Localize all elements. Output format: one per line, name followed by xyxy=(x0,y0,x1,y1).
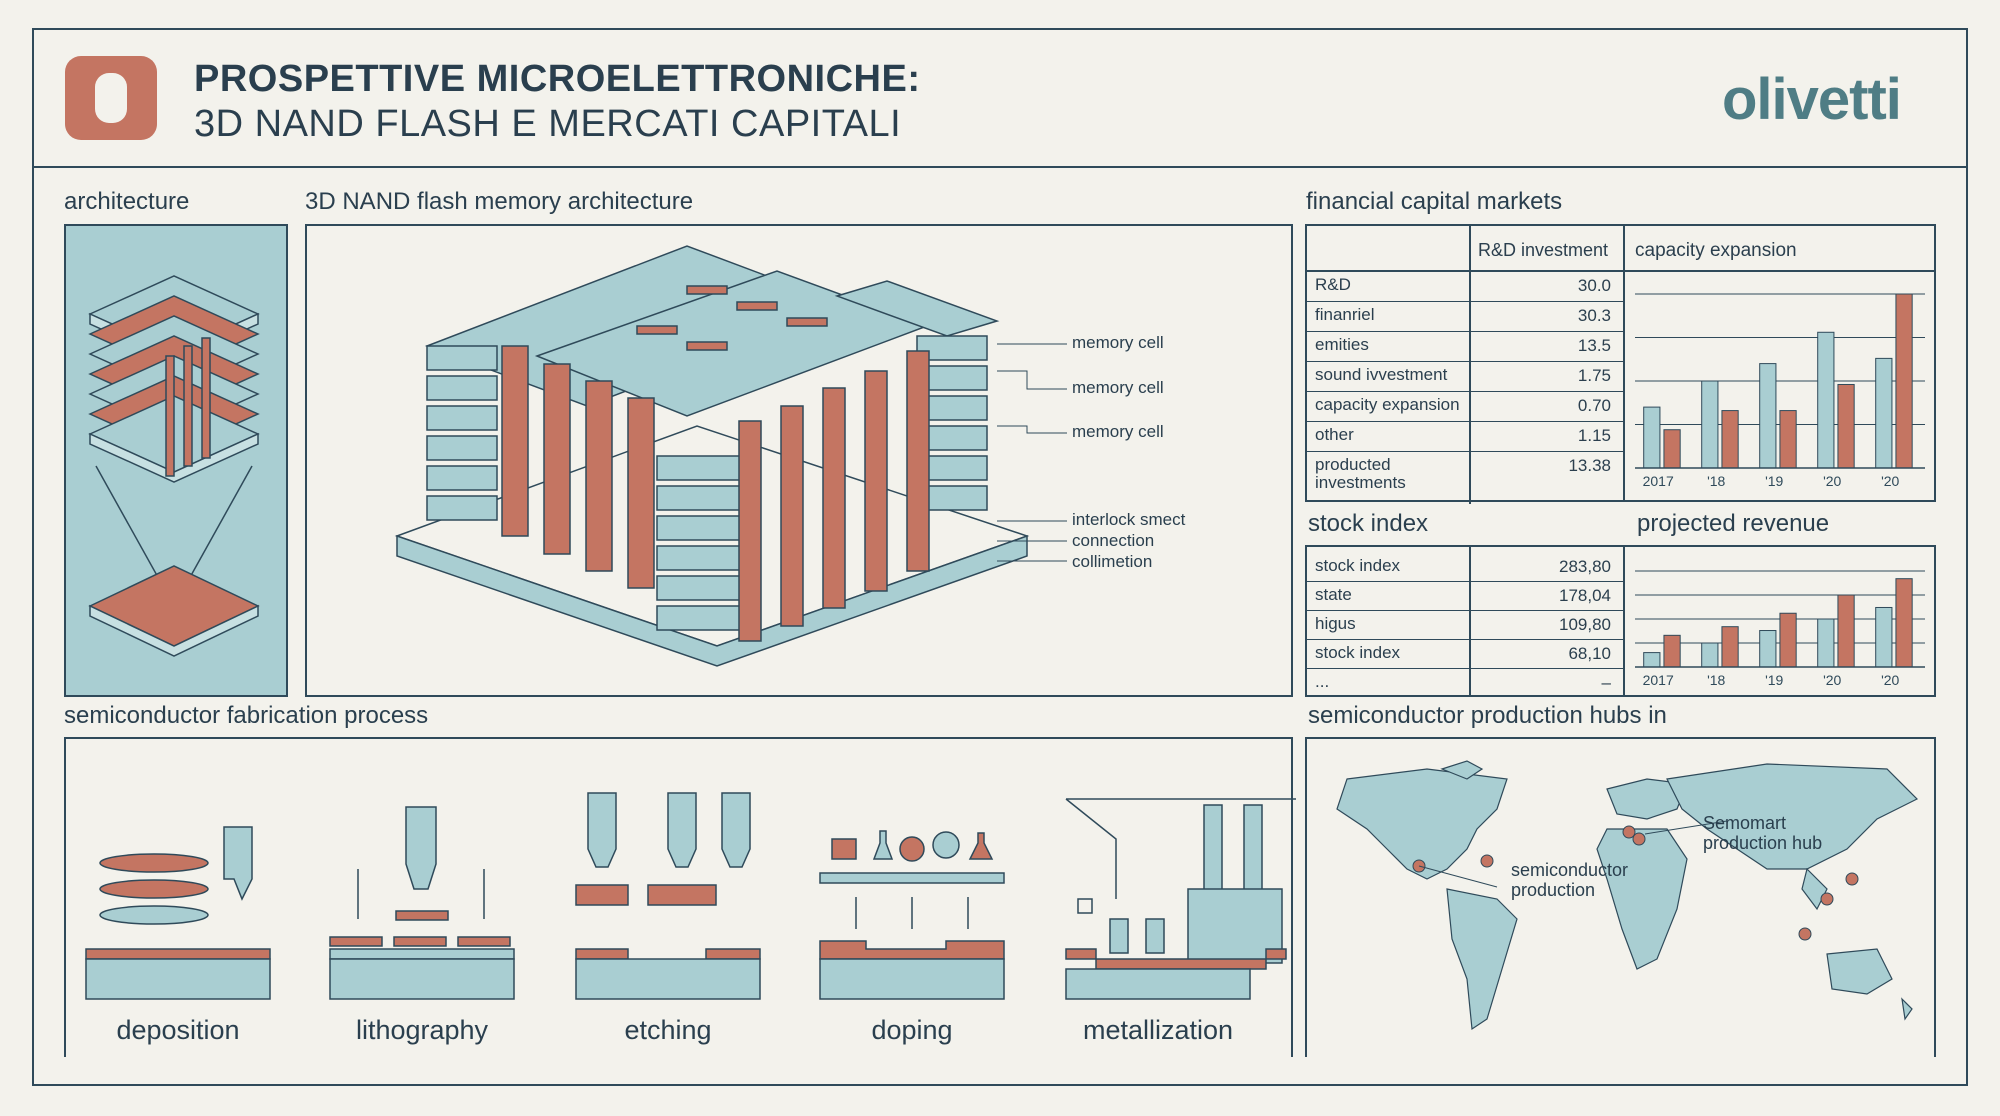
capacity-chart-title: capacity expansion xyxy=(1635,240,1797,261)
process-step-metallization: metallization xyxy=(1082,1015,1234,1045)
chart-bar xyxy=(1721,626,1739,668)
logo-badge-icon xyxy=(65,56,157,140)
annotation-interlock: interlock smect xyxy=(1072,510,1186,529)
chart-bar xyxy=(1837,383,1855,469)
fabrication-illustration xyxy=(85,792,1296,1000)
fabrication-panel: deposition lithography etching doping me… xyxy=(64,737,1296,1057)
x-tick-label: '18 xyxy=(1707,473,1725,489)
architecture-panel xyxy=(64,224,288,697)
chart-bar xyxy=(1895,578,1913,668)
annotation-memory-cell-1: memory cell xyxy=(1072,333,1164,352)
x-tick-label: '19 xyxy=(1765,473,1783,489)
map-label-europe-hub: Semomart production hub xyxy=(1703,813,1823,853)
nand-architecture-panel: memory cell memory cell memory cell inte… xyxy=(305,224,1293,697)
x-tick-label: '20 xyxy=(1823,672,1841,688)
section-title-hubs: semiconductor production hubs in xyxy=(1308,702,1667,729)
section-title-nand: 3D NAND flash memory architecture xyxy=(305,188,694,215)
chart-bar xyxy=(1875,606,1893,668)
investment-table-header: R&D investment xyxy=(1307,226,1623,272)
x-tick-label: '20 xyxy=(1823,473,1841,489)
brand-logo: olivetti xyxy=(1722,67,1902,132)
process-step-etching: etching xyxy=(624,1015,712,1045)
page-title: PROSPETTIVE MICROELETTRONICHE: xyxy=(194,58,921,100)
chart-bar xyxy=(1663,429,1681,469)
x-tick-label: 2017 xyxy=(1643,672,1674,688)
chart-bar xyxy=(1875,357,1893,469)
chart-bar xyxy=(1779,410,1797,469)
chart-bar xyxy=(1759,363,1777,469)
revenue-chart-panel: 2017 '18 '19 '20 '20 xyxy=(1623,545,1936,697)
process-step-lithography: lithography xyxy=(355,1015,489,1045)
annotation-memory-cell-2: memory cell xyxy=(1072,378,1164,397)
page-subtitle: 3D NAND FLASH E MERCATI CAPITALI xyxy=(194,103,902,145)
chart-bar xyxy=(1663,634,1681,668)
investment-header-label: R&D investment xyxy=(1478,240,1609,260)
chart-bar xyxy=(1701,380,1719,469)
annotation-memory-cell-3: memory cell xyxy=(1072,422,1164,441)
chart-bar xyxy=(1721,410,1739,469)
world-map xyxy=(1336,760,1919,1031)
chart-bar xyxy=(1817,331,1835,469)
chart-bar xyxy=(1643,652,1661,668)
chart-bar xyxy=(1779,612,1797,668)
section-title-stock: stock index xyxy=(1308,510,1429,537)
table-row: ...– xyxy=(1315,672,1611,693)
chart-bar xyxy=(1759,630,1777,668)
section-title-financial: financial capital markets xyxy=(1306,188,1563,215)
world-map-panel: Semomart production hub semiconductor pr… xyxy=(1305,737,1936,1057)
revenue-chart-title: projected revenue xyxy=(1637,510,1830,537)
x-tick-label: '18 xyxy=(1707,672,1725,688)
x-tick-label: 2017 xyxy=(1643,473,1674,489)
x-tick-label: '19 xyxy=(1765,672,1783,688)
annotation-connection: connection xyxy=(1072,531,1155,550)
chart-bar xyxy=(1701,642,1719,668)
page-frame xyxy=(32,28,1968,1086)
capacity-chart: 2017 '18 '19 '20 '20 xyxy=(1635,293,1925,489)
section-title-fabrication: semiconductor fabrication process xyxy=(64,702,429,729)
chart-bar xyxy=(1837,594,1855,668)
process-step-doping: doping xyxy=(871,1015,953,1045)
chart-bar xyxy=(1643,406,1661,469)
nand-3d-illustration xyxy=(394,245,1067,667)
layer-stack-illustration xyxy=(88,275,260,657)
section-title-architecture: architecture xyxy=(64,188,190,215)
annotation-collimetion: collimetion xyxy=(1072,552,1153,571)
chart-bar xyxy=(1817,618,1835,668)
header-divider xyxy=(32,166,1968,168)
revenue-chart: 2017 '18 '19 '20 '20 xyxy=(1635,570,1925,688)
x-tick-label: '20 xyxy=(1881,473,1899,489)
process-step-deposition: deposition xyxy=(116,1015,240,1045)
map-label-america-hub: semiconductor production xyxy=(1511,860,1629,900)
chart-bar xyxy=(1895,293,1913,469)
x-tick-label: '20 xyxy=(1881,672,1899,688)
capacity-chart-panel: capacity expansion 2017 '18 '19 '20 '20 xyxy=(1623,224,1936,502)
